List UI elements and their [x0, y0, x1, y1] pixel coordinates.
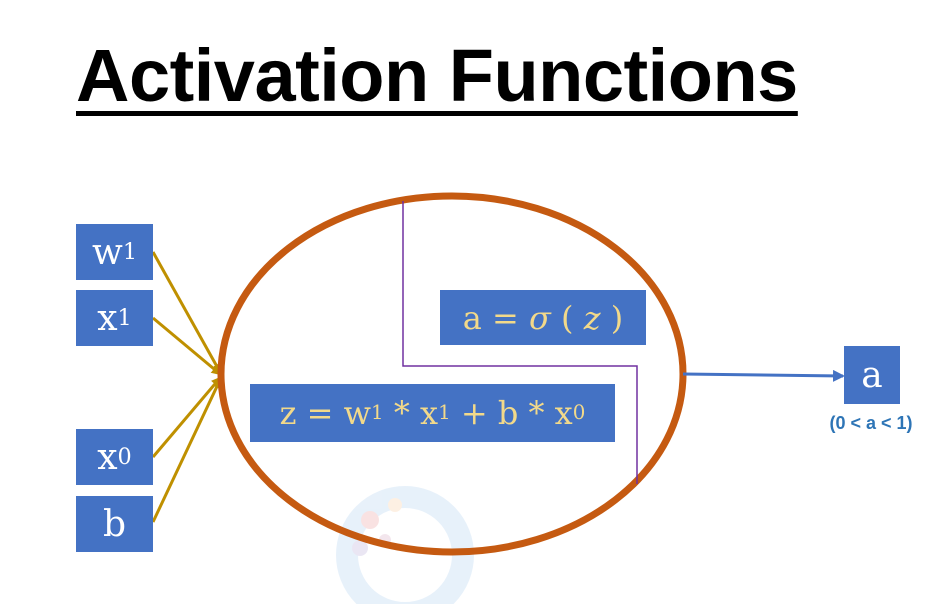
output-range-label: (0 < a < 1) [829, 413, 913, 433]
input-b-box: b [76, 496, 153, 552]
sum-op2: * [528, 394, 545, 432]
neuron-divider [402, 201, 638, 484]
arrow-x1 [152, 316, 222, 376]
arrow-x0 [151, 376, 222, 458]
input-x0-base: x [97, 436, 118, 478]
sum-plus: + [460, 394, 488, 432]
activation-arg: z [583, 298, 601, 337]
sum-op1: * [393, 394, 410, 432]
activation-lhs: a [462, 298, 482, 337]
arrow-b [151, 378, 222, 523]
sum-b: b [497, 394, 519, 432]
output-a-label: a [861, 354, 883, 396]
output-a-box: a [844, 346, 900, 404]
neuron-ellipse [217, 192, 687, 556]
activation-open: ( [561, 298, 574, 337]
output-arrow [682, 369, 845, 382]
sum-eq: = [306, 394, 334, 432]
input-w1-base: w [91, 231, 123, 273]
input-b-base: b [102, 503, 127, 545]
page-title: Activation Functions [76, 34, 798, 117]
activation-fn: σ [529, 298, 551, 337]
sum-x0-base: x [554, 394, 573, 432]
activation-formula: a = σ ( z ) [440, 290, 646, 345]
activation-close: ) [610, 298, 624, 337]
sum-lhs: z [279, 394, 297, 432]
input-x1-base: x [97, 297, 118, 339]
sum-w-base: w [343, 394, 372, 432]
sum-x1-base: x [420, 394, 439, 432]
arrow-w1 [151, 251, 222, 374]
input-arrows [151, 251, 222, 523]
activation-eq: = [492, 298, 519, 337]
